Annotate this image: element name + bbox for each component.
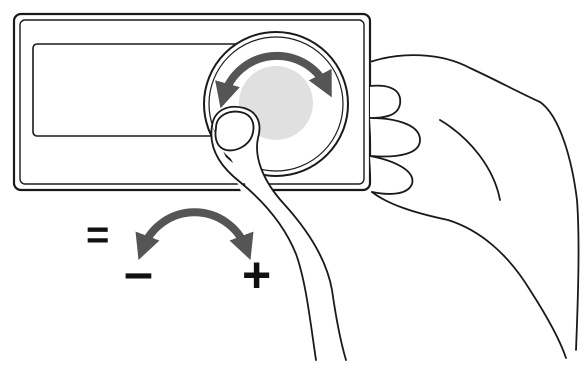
finger-3: [369, 155, 414, 195]
hand-illustration: [210, 54, 580, 361]
equals-symbol: =: [86, 213, 109, 257]
thumbnail: [214, 110, 255, 152]
minus-symbol: –: [124, 244, 153, 302]
panel-inner-frame: [19, 19, 365, 185]
knob-inner-ring: [208, 36, 344, 172]
palm-crease: [439, 119, 501, 201]
knob-rotation-arrow-icon: [215, 51, 332, 109]
finger-2: [369, 117, 421, 158]
rotation-legend: = – +: [86, 208, 271, 303]
hand-outline: [369, 54, 580, 351]
palm-lower: [371, 191, 567, 359]
legend-rotation-arrow-icon: [135, 208, 254, 260]
finger-1: [369, 84, 402, 119]
thumb-back: [210, 125, 317, 361]
plus-symbol: +: [242, 247, 271, 303]
